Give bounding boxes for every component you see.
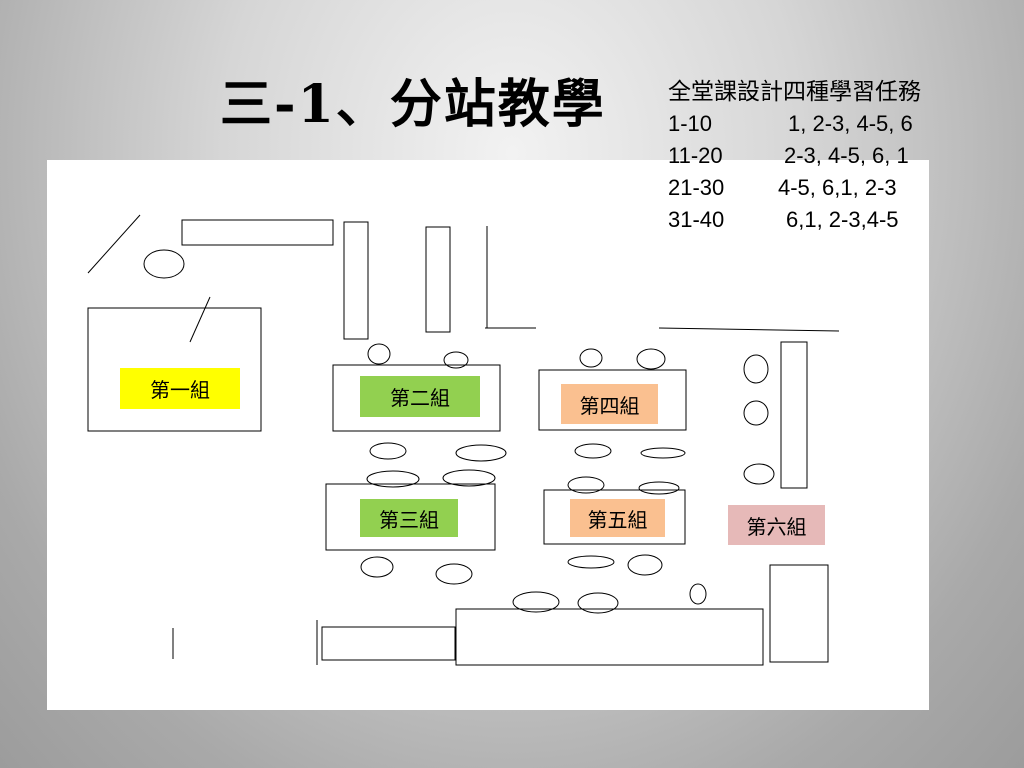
group-table-3 bbox=[325, 483, 496, 551]
group-table-1 bbox=[87, 307, 262, 432]
floor-plan-drawing bbox=[87, 214, 840, 666]
wall-line bbox=[658, 327, 840, 332]
task-order: 2-3, 4-5, 6, 1 bbox=[784, 143, 909, 168]
group-label-5: 第五組 bbox=[570, 499, 665, 537]
group-label-6: 第六組 bbox=[728, 505, 825, 545]
chair bbox=[627, 554, 663, 576]
task-range: 1-10 bbox=[668, 111, 713, 136]
chair bbox=[636, 348, 666, 370]
chair bbox=[455, 444, 507, 462]
chair bbox=[743, 463, 775, 485]
task-row: 11-20 2-3, 4-5, 6, 1 bbox=[668, 140, 1013, 172]
task-order: 6,1, 2-3,4-5 bbox=[786, 207, 899, 232]
task-order: 4-5, 6,1, 2-3 bbox=[778, 175, 897, 200]
group-label-4: 第四組 bbox=[561, 384, 658, 424]
chair bbox=[640, 447, 686, 459]
group-label-text: 第二組 bbox=[390, 386, 450, 410]
group-label-text: 第四組 bbox=[579, 393, 640, 418]
task-range: 11-20 bbox=[668, 143, 723, 168]
teacher-desk bbox=[455, 608, 764, 666]
chair bbox=[143, 249, 185, 279]
group-table-2 bbox=[332, 364, 501, 432]
group-label-1: 第一組 bbox=[120, 368, 240, 409]
chair bbox=[367, 343, 391, 365]
group-label-text: 第一組 bbox=[150, 378, 210, 402]
group-label-text: 第六組 bbox=[746, 514, 807, 539]
slide-title: 三-1、分站教學 bbox=[220, 74, 606, 135]
cabinet bbox=[425, 226, 451, 333]
task-row: 31-40 6,1, 2-3,4-5 bbox=[668, 204, 1013, 236]
cabinet bbox=[343, 221, 369, 340]
cabinet bbox=[780, 341, 808, 489]
small-table bbox=[321, 626, 456, 661]
task-row: 1-10 1, 2-3, 4-5, 6 bbox=[668, 108, 1013, 140]
group-label-text: 第五組 bbox=[587, 507, 648, 532]
chair bbox=[579, 348, 603, 368]
cabinet bbox=[769, 564, 829, 663]
chair bbox=[567, 476, 605, 494]
diagonal-line bbox=[87, 214, 141, 274]
chair bbox=[442, 469, 496, 487]
group-table-4 bbox=[538, 369, 687, 431]
group-label-3: 第三組 bbox=[360, 499, 458, 537]
chair bbox=[574, 443, 612, 459]
chair bbox=[743, 400, 769, 426]
classroom-floor-plan: 第一組 第二組 第三組 第四組 第五組 第六組 bbox=[47, 160, 929, 710]
group-label-text: 第三組 bbox=[379, 507, 439, 532]
chair bbox=[567, 555, 615, 569]
task-range: 21-30 bbox=[668, 175, 725, 200]
long-table bbox=[181, 219, 334, 246]
chair bbox=[366, 470, 420, 488]
chair bbox=[360, 556, 394, 578]
diagonal-line bbox=[189, 296, 211, 343]
task-heading: 全堂課設計四種學習任務 bbox=[668, 79, 921, 105]
task-row: 21-30 4-5, 6,1, 2-3 bbox=[668, 172, 1013, 204]
chair bbox=[638, 481, 680, 495]
task-range: 31-40 bbox=[668, 207, 725, 232]
group-table-5 bbox=[543, 489, 686, 545]
chair bbox=[689, 583, 707, 605]
chair bbox=[435, 563, 473, 585]
group-label-2: 第二組 bbox=[360, 376, 480, 417]
task-schedule: 全堂課設計四種學習任務 1-10 1, 2-3, 4-5, 6 11-20 2-… bbox=[668, 76, 1013, 236]
chair bbox=[369, 442, 407, 460]
task-order: 1, 2-3, 4-5, 6 bbox=[788, 111, 913, 136]
chair bbox=[743, 354, 769, 384]
chair bbox=[577, 592, 619, 614]
chair bbox=[512, 591, 560, 613]
chair bbox=[443, 351, 469, 369]
